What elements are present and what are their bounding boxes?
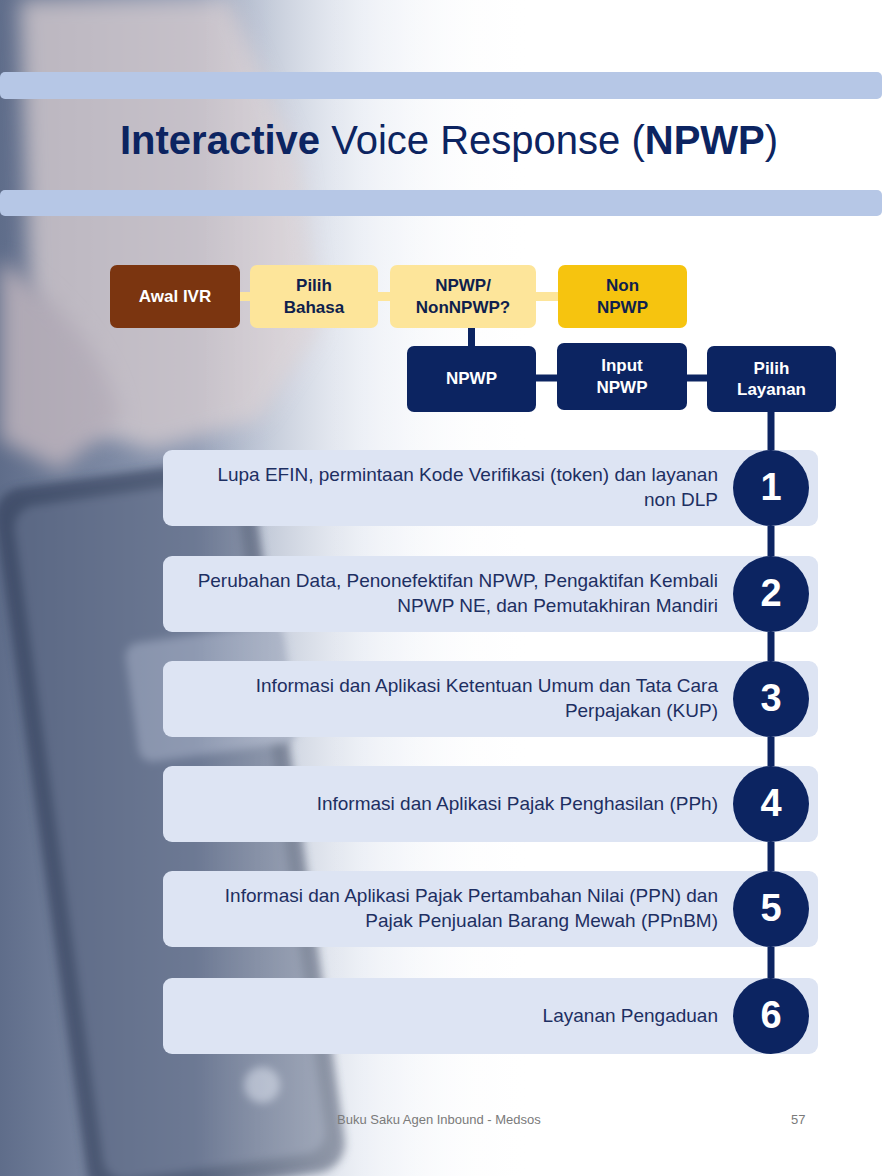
- step-number: 4: [760, 779, 781, 828]
- step-number: 1: [760, 463, 781, 512]
- number-circle: 4: [733, 766, 809, 842]
- menu-text: Informasi dan Aplikasi Pajak Penghasilan…: [317, 792, 718, 817]
- step-number: 2: [760, 569, 781, 618]
- connector-line: [768, 737, 775, 766]
- connector-line: [687, 375, 707, 382]
- connector-line: [768, 632, 775, 661]
- option-box: Non NPWP: [558, 265, 687, 328]
- menu-text: Perubahan Data, Penonefektifan NPWP, Pen…: [183, 569, 718, 618]
- menu-text: Informasi dan Aplikasi Ketentuan Umum da…: [183, 674, 718, 723]
- menu-text: Lupa EFIN, permintaan Kode Verifikasi (t…: [183, 463, 718, 512]
- menu-bar: Lupa EFIN, permintaan Kode Verifikasi (t…: [163, 450, 818, 526]
- step-number: 3: [760, 674, 781, 723]
- box-label: Pilih Bahasa: [274, 275, 354, 318]
- number-circle: 3: [733, 661, 809, 737]
- header-band: [0, 72, 882, 99]
- start-box: Awal IVR: [110, 265, 240, 328]
- number-circle: 5: [733, 871, 809, 947]
- number-circle: 2: [733, 556, 809, 632]
- connector-line: [768, 412, 775, 450]
- menu-text: Layanan Pengaduan: [543, 1004, 718, 1029]
- box-label: Pilih Layanan: [732, 358, 812, 401]
- decision-box: NPWP/ NonNPWP?: [390, 265, 536, 328]
- connector-line: [768, 842, 775, 871]
- menu-bar: Informasi dan Aplikasi Pajak Pertambahan…: [163, 871, 818, 947]
- connector-line: [768, 947, 775, 978]
- connector-line: [536, 292, 558, 301]
- step-box: Pilih Bahasa: [250, 265, 378, 328]
- menu-bar: Layanan Pengaduan 6: [163, 978, 818, 1054]
- connector-line: [378, 292, 390, 301]
- page-number: 57: [791, 1112, 805, 1127]
- footer-text: Buku Saku Agen Inbound - Medsos: [337, 1112, 541, 1127]
- box-label: Awal IVR: [139, 286, 211, 307]
- connector-line: [768, 526, 775, 556]
- box-label: Input NPWP: [582, 355, 662, 398]
- menu-text: Informasi dan Aplikasi Pajak Pertambahan…: [183, 884, 718, 933]
- step-box: Input NPWP: [557, 343, 687, 410]
- box-label: NPWP: [446, 368, 497, 389]
- page-title: Interactive Voice Response (NPWP): [120, 118, 778, 163]
- box-label: Non NPWP: [583, 275, 663, 318]
- header-band: [0, 190, 882, 216]
- option-box: NPWP: [407, 346, 536, 412]
- step-number: 5: [760, 884, 781, 933]
- step-box: Pilih Layanan: [707, 346, 836, 412]
- connector-line: [536, 375, 557, 382]
- menu-bar: Perubahan Data, Penonefektifan NPWP, Pen…: [163, 556, 818, 632]
- number-circle: 6: [733, 978, 809, 1054]
- number-circle: 1: [733, 450, 809, 526]
- connector-line: [468, 328, 475, 346]
- menu-bar: Informasi dan Aplikasi Ketentuan Umum da…: [163, 661, 818, 737]
- box-label: NPWP/ NonNPWP?: [408, 275, 518, 318]
- connector-line: [240, 292, 250, 301]
- menu-bar: Informasi dan Aplikasi Pajak Penghasilan…: [163, 766, 818, 842]
- step-number: 6: [760, 991, 781, 1040]
